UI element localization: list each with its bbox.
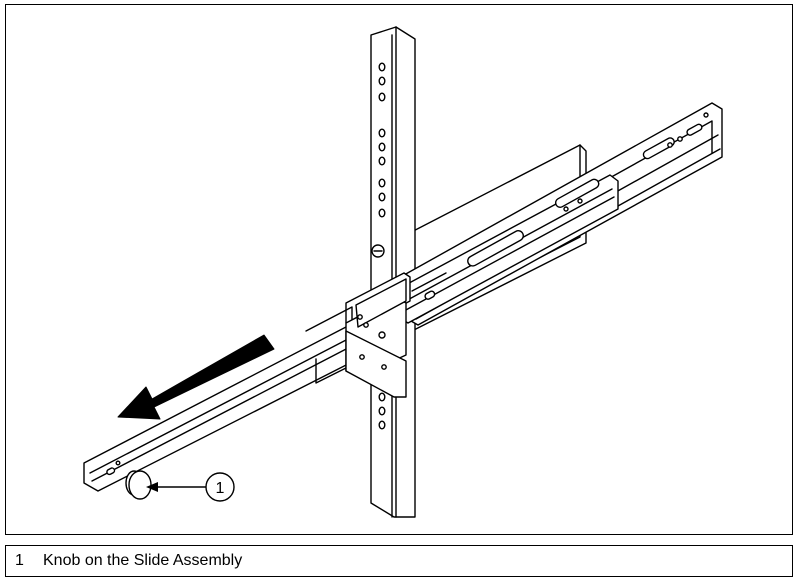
knob-hole: [115, 460, 121, 466]
callout-1: 1: [146, 472, 235, 502]
outer-channel-slots: [642, 112, 709, 160]
rack-slide-illustration: 1: [83, 26, 723, 518]
callout-number: 1: [216, 480, 225, 497]
slide-knob: [125, 470, 152, 500]
legend-item-number: 1: [15, 552, 24, 569]
legend-item-text: Knob on the Slide Assembly: [43, 552, 243, 569]
middle-slide-member: [397, 174, 619, 324]
figure-frame: 1: [5, 4, 793, 535]
inner-slide-member: [83, 306, 355, 492]
front-bracket: [345, 278, 407, 398]
legend-table: 1 Knob on the Slide Assembly: [5, 545, 793, 577]
pull-direction-arrow: [117, 334, 275, 420]
knob-slot: [106, 467, 116, 476]
rail-mounting-holes: [378, 62, 386, 430]
